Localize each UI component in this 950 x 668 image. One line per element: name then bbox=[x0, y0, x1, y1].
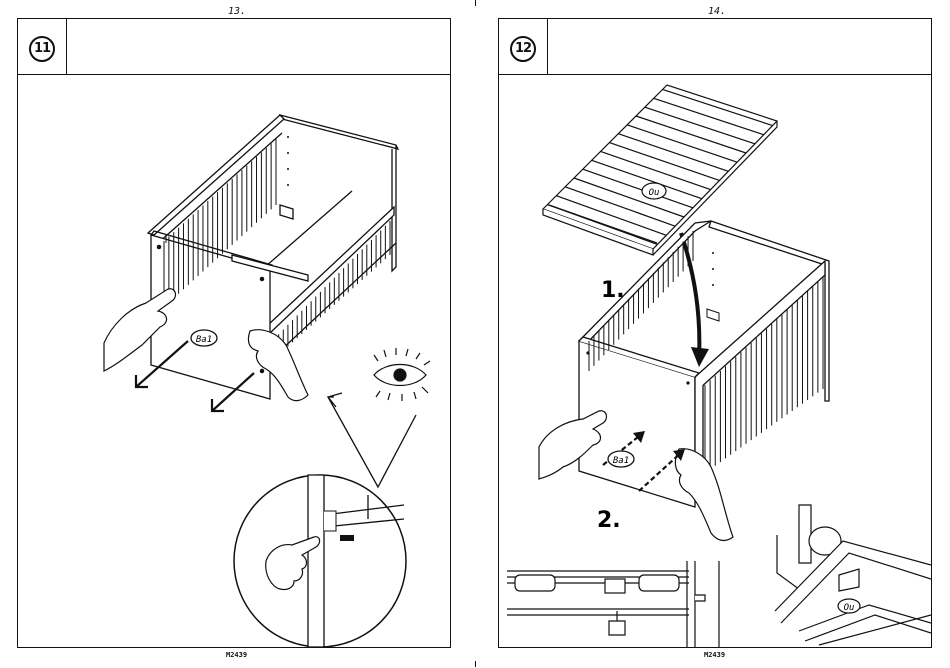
footer-code: M2439 bbox=[704, 651, 725, 659]
crib-assembly-illustration: Ou 1. 2. bbox=[499, 75, 931, 647]
left-page: 13. 11 bbox=[0, 0, 475, 668]
step-frame: 11 bbox=[17, 18, 451, 648]
step-frame: 12 Ou 1. 2. bbox=[498, 18, 932, 648]
step-number: 12 bbox=[510, 36, 536, 62]
step-number-box: 11 bbox=[18, 19, 67, 74]
callout-2: 2. bbox=[597, 508, 621, 533]
crib-disassembly-illustration: Ba1 bbox=[18, 75, 450, 647]
callout-line bbox=[328, 393, 416, 487]
page-number: 13. bbox=[228, 6, 246, 17]
detail-circle bbox=[234, 475, 406, 647]
arrow-icon bbox=[681, 233, 699, 359]
right-page: 14. 12 Ou 1. 2. bbox=[475, 0, 950, 668]
step-header: 12 bbox=[499, 19, 931, 75]
step-header: 11 bbox=[18, 19, 450, 75]
part-label-detail: Ou bbox=[844, 603, 855, 613]
footer-code: M2439 bbox=[226, 651, 247, 659]
page-number: 14. bbox=[708, 6, 726, 17]
step-number-box: 12 bbox=[499, 19, 548, 74]
detail-bottom-right bbox=[775, 505, 931, 645]
arrow-head bbox=[691, 347, 709, 367]
eye-icon bbox=[374, 348, 430, 401]
part-label: Ba1 bbox=[196, 335, 212, 345]
part-label-board: Ba1 bbox=[613, 456, 629, 466]
detail-bottom-left bbox=[507, 561, 719, 647]
step-number: 11 bbox=[29, 36, 55, 62]
part-label-slats: Ou bbox=[649, 188, 660, 198]
slat-base bbox=[543, 85, 777, 255]
